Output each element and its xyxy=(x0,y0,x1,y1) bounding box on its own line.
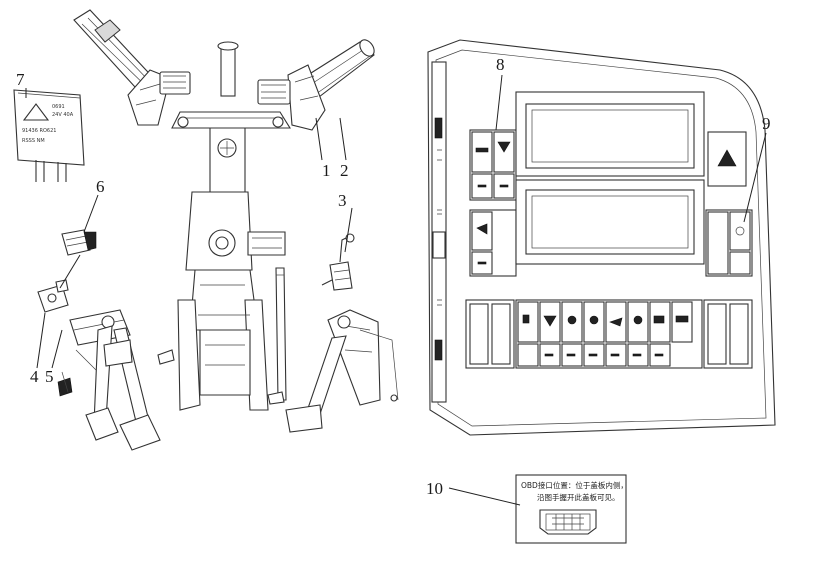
instrument-panel: 8 9 xyxy=(427,39,776,436)
left-callouts: 1 2 3 4 5 6 7 xyxy=(16,70,353,386)
light-icon xyxy=(675,315,689,323)
switch-bracket xyxy=(37,279,73,397)
switch-block-9 xyxy=(705,209,753,277)
lamp-icon xyxy=(476,223,488,235)
callout-5: 5 xyxy=(45,367,54,386)
obd-note-line1: OBD接口位置：位于盖板内侧， xyxy=(521,480,628,490)
obd-port-note: OBD接口位置：位于盖板内侧， 沿图手握开此盖板可见。 10 xyxy=(426,474,628,544)
steering-column-assembly xyxy=(73,9,375,411)
fog-lamp-icon xyxy=(475,147,489,153)
hazard-icon xyxy=(717,149,737,167)
callout-3: 3 xyxy=(338,191,347,210)
relay-label-line1: 0691 xyxy=(52,104,65,110)
callout-6: 6 xyxy=(96,177,105,196)
relay-label-line4: RSSS NM xyxy=(22,138,45,144)
callout-10: 10 xyxy=(426,479,443,498)
relay-label-line3: 91436 RO621 xyxy=(22,128,56,134)
rear-fog-icon xyxy=(497,141,511,153)
callout-4: 4 xyxy=(30,367,39,386)
obd-connector-icon xyxy=(539,509,597,535)
hazard-block xyxy=(707,131,747,187)
defrost-icon xyxy=(543,315,557,327)
callout-2: 2 xyxy=(340,161,349,180)
right-combination-switch xyxy=(257,39,375,131)
callout-1: 1 xyxy=(322,161,331,180)
throttle-sensor xyxy=(321,233,355,291)
accelerator-pedal xyxy=(285,309,399,433)
display-openings xyxy=(515,91,705,265)
lower-switch-row xyxy=(465,299,753,369)
fan-icon xyxy=(589,315,599,325)
lower-switch-icons xyxy=(517,301,693,367)
left-combination-switch xyxy=(73,9,191,126)
obd-note-line2: 沿图手握开此盖板可见。 xyxy=(537,492,620,502)
sun-icon xyxy=(567,315,577,325)
wiper-icon xyxy=(609,317,623,327)
clutch-brake-pedals xyxy=(69,309,161,451)
b-icon xyxy=(653,315,665,324)
callout-7: 7 xyxy=(16,70,25,89)
switch-block-left-lower xyxy=(469,209,517,277)
switch-block-8 xyxy=(469,129,517,201)
relay: 0691 24V 40A 91436 RO621 RSSS NM xyxy=(13,89,85,182)
brake-switch xyxy=(61,229,97,256)
callout-8: 8 xyxy=(496,55,505,74)
power-icon xyxy=(735,226,745,236)
callout-9: 9 xyxy=(762,114,771,133)
relay-label-line2: 24V 40A xyxy=(52,112,74,118)
seat-heat-icon xyxy=(522,314,530,324)
